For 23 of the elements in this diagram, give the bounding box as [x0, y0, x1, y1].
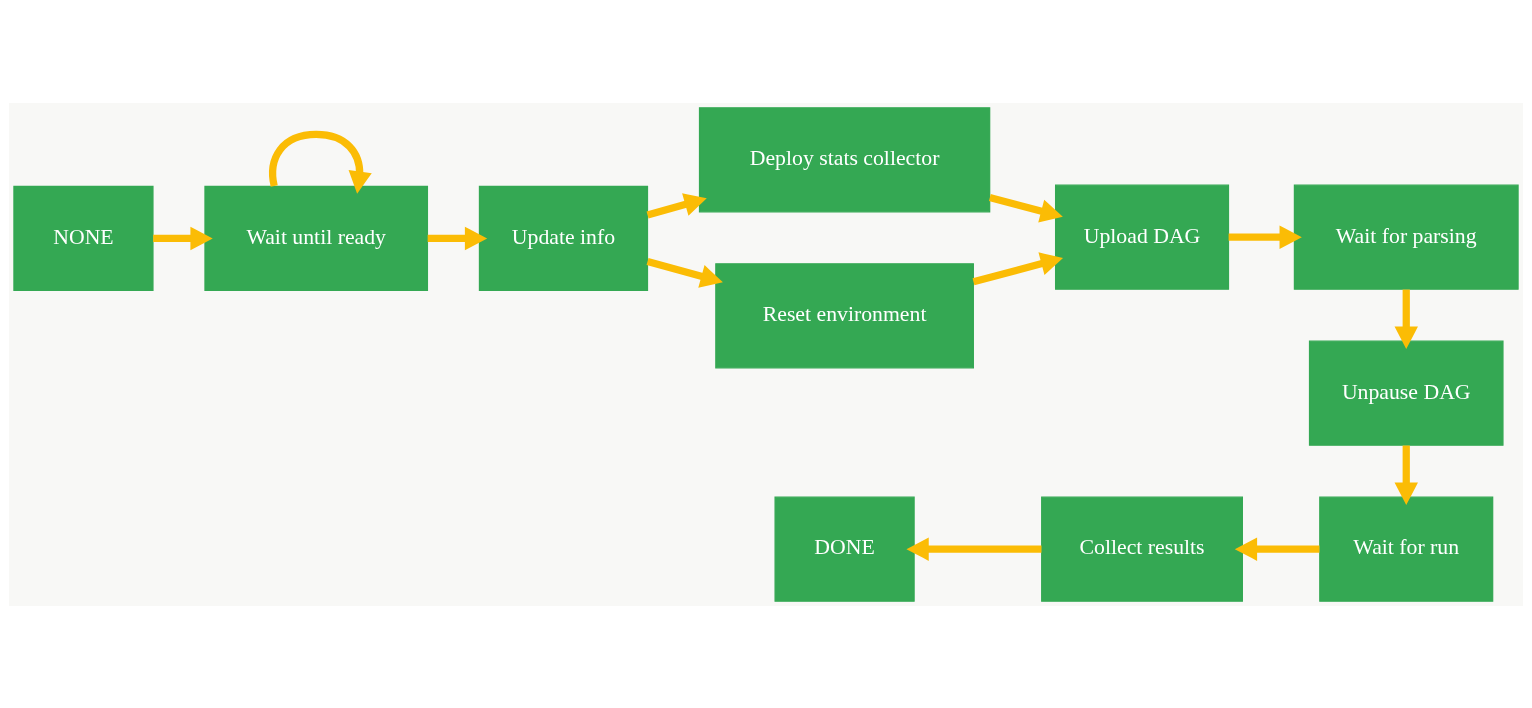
node-box: Unpause DAG [1308, 340, 1504, 446]
node-box: Reset environment [715, 262, 974, 368]
arrow [427, 226, 488, 250]
arrow [988, 193, 1063, 222]
arrow [153, 226, 213, 250]
node-box: NONE [13, 185, 154, 291]
node-box: Collect results [1041, 496, 1243, 602]
node-box: Wait for parsing [1293, 184, 1519, 290]
node-box: Wait for run [1319, 496, 1494, 602]
arrow [269, 130, 372, 194]
arrow [906, 536, 1042, 561]
arrow [646, 257, 723, 288]
arrow [646, 192, 707, 219]
arrow [1234, 536, 1320, 561]
arrow [1228, 225, 1302, 249]
arrow [1394, 289, 1418, 349]
node-box: DONE [774, 496, 915, 602]
node-box: Wait until ready [204, 185, 429, 291]
node-box: Deploy stats collector [698, 106, 991, 212]
node-box: Upload DAG [1055, 184, 1230, 290]
node-box: Update info [478, 185, 649, 291]
arrow [1394, 445, 1418, 505]
arrow [972, 251, 1064, 285]
